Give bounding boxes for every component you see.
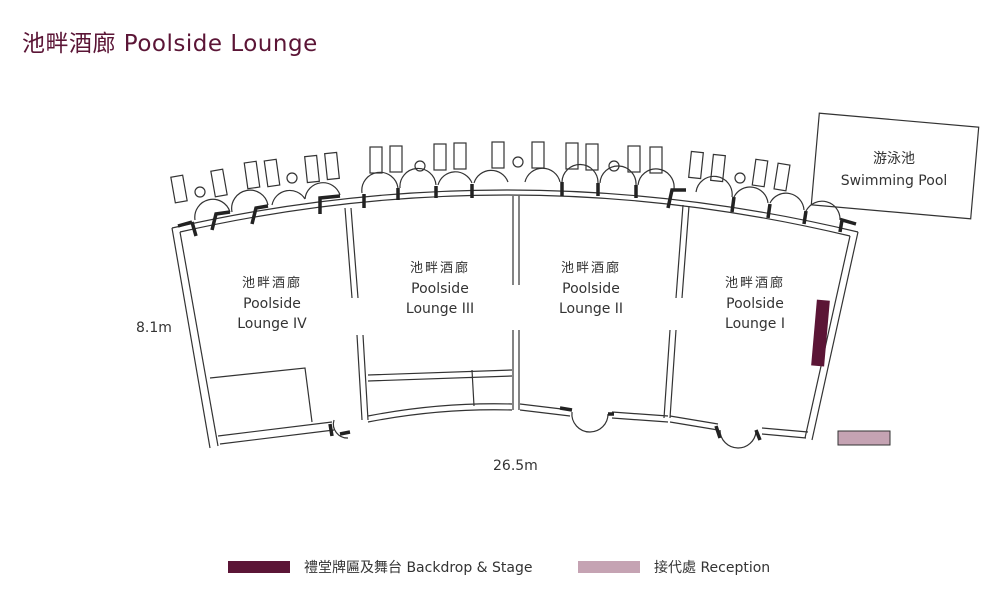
back-wall: [171, 189, 859, 233]
legend-swatch-stage: [228, 561, 290, 573]
height-dimension: 8.1m: [136, 320, 172, 336]
backdrop-stage: [811, 299, 830, 367]
left-wall: [171, 227, 211, 449]
room-label-lounge-ii: 池畔酒廊 Poolside Lounge II: [558, 261, 624, 317]
partition-iv-iii: [344, 207, 359, 299]
swimming-pool-label: 游泳池 Swimming Pool: [840, 151, 948, 189]
room-label-lounge-i: 池畔酒廊 Poolside Lounge I: [724, 276, 786, 332]
page-title: 池畔酒廊 Poolside Lounge: [22, 31, 318, 57]
legend-label-reception: 接代處 Reception: [654, 560, 771, 576]
room-label-lounge-iv: 池畔酒廊 Poolside Lounge IV: [237, 276, 307, 332]
width-dimension: 26.5m: [493, 458, 538, 474]
legend-backdrop-stage: 禮堂牌匾及舞台 Backdrop & Stage: [228, 557, 533, 577]
legend-label-stage: 禮堂牌匾及舞台 Backdrop & Stage: [304, 560, 533, 576]
legend-swatch-reception: [578, 561, 640, 573]
partition-iii-ii: [512, 196, 520, 285]
legend-reception: 接代處 Reception: [578, 557, 770, 577]
reception-desk: [837, 430, 891, 446]
swimming-pool: [810, 112, 980, 220]
room-label-lounge-iii: 池畔酒廊 Poolside Lounge III: [405, 261, 475, 317]
partition-ii-i: [675, 204, 690, 299]
right-wall: [811, 231, 859, 441]
front-wall: [217, 421, 335, 445]
terrace-furniture: [170, 141, 791, 204]
